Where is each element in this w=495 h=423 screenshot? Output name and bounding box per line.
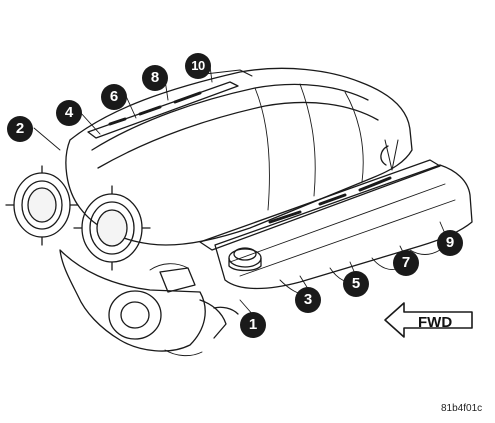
callout-4: 4: [56, 100, 82, 126]
fuel-rail-left: [87, 69, 253, 139]
oil-filler-cap: [228, 247, 262, 272]
callout-9: 9: [437, 230, 463, 256]
throttle-body-left: [5, 165, 79, 246]
leader-lines: [33, 65, 447, 317]
fwd-label: FWD: [418, 314, 453, 331]
callout-6: 6: [101, 84, 127, 110]
engine-front-lower: [59, 249, 239, 352]
fuel-rail-right: [199, 139, 441, 251]
callout-5: 5: [343, 271, 369, 297]
intake-manifold: [65, 67, 413, 246]
callout-1: 1: [240, 312, 266, 338]
figure-id: 81b4f01c: [441, 403, 483, 414]
callout-10: 10: [185, 53, 211, 79]
callout-2: 2: [7, 116, 33, 142]
throttle-body-right: [73, 185, 151, 271]
callout-7: 7: [393, 250, 419, 276]
callout-3: 3: [295, 287, 321, 313]
fwd-arrow-icon: [384, 302, 473, 338]
callout-8: 8: [142, 65, 168, 91]
